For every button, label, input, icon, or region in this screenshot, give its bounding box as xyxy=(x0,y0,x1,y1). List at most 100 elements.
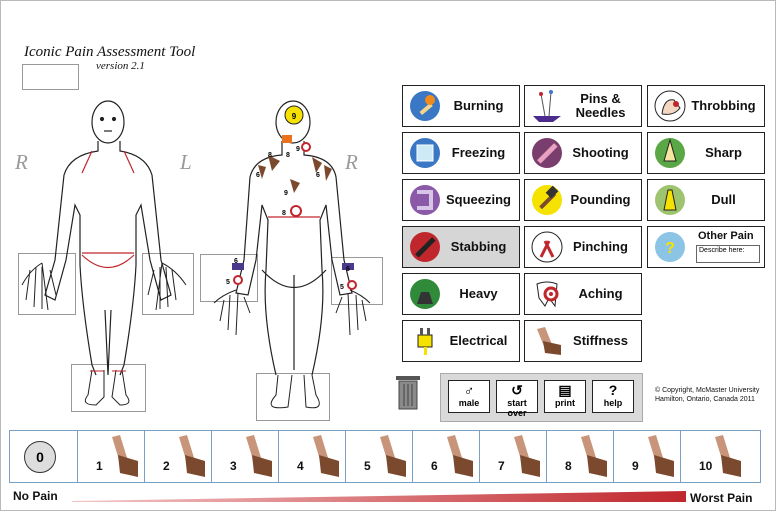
pain-type-squeezing[interactable]: Squeezing xyxy=(402,179,520,221)
stiff-joint-icon xyxy=(530,324,564,358)
marker-left-wrist[interactable]: 6 xyxy=(232,258,244,270)
shooting-arrow-icon xyxy=(530,136,564,170)
marker-lower-back[interactable]: 8 xyxy=(282,205,302,217)
pain-type-stiffness[interactable]: Stiffness xyxy=(524,320,642,362)
marker-right-wrist[interactable]: 6 xyxy=(342,263,354,273)
clamp-icon xyxy=(408,183,442,217)
marker-head[interactable]: 9 xyxy=(284,105,304,125)
marker-left-shoulder[interactable]: 8 xyxy=(268,152,280,171)
aching-tooth-icon xyxy=(530,277,564,311)
front-left-hand[interactable] xyxy=(147,262,187,311)
marker-right-shoulder[interactable]: 8 xyxy=(286,152,322,173)
stiff-joint-icon xyxy=(246,435,272,477)
marker-label: 6 xyxy=(234,258,238,265)
scale-level-0[interactable]: 0 xyxy=(10,431,77,482)
stiff-joint-icon xyxy=(514,435,540,477)
pencil-tip-icon xyxy=(653,136,687,170)
scale-level-label: 8 xyxy=(565,459,572,473)
body-figures[interactable]: 9 9 8 8 6 6 9 8 6 5 6 5 xyxy=(0,95,390,425)
other-pain-label: Other Pain xyxy=(698,230,754,242)
marker-right-hand[interactable]: 5 xyxy=(340,280,357,291)
marker-label: 5 xyxy=(340,284,344,291)
marker-neck[interactable]: 9 xyxy=(282,135,311,153)
marker-label: 9 xyxy=(292,112,297,121)
start-over-button[interactable]: ↺ start over xyxy=(496,380,538,418)
scale-level-label: 6 xyxy=(431,459,438,473)
stiff-joint-icon xyxy=(313,435,339,477)
scale-level-label: 1 xyxy=(96,459,103,473)
scale-level-label: 4 xyxy=(297,459,304,473)
marker-mid-back[interactable]: 9 xyxy=(284,179,300,197)
pain-type-heavy[interactable]: Heavy xyxy=(402,273,520,315)
marker-right-upper-arm[interactable]: 6 xyxy=(316,165,332,181)
pain-type-freezing[interactable]: Freezing xyxy=(402,132,520,174)
back-hands[interactable] xyxy=(213,289,371,336)
front-left-side-label: L xyxy=(180,150,192,174)
help-button-label: help xyxy=(603,398,623,408)
other-pain-describe-field[interactable]: Describe here: xyxy=(696,245,760,263)
marker-left-upper-arm[interactable]: 6 xyxy=(256,165,266,179)
scale-level-9[interactable]: 9 xyxy=(613,431,680,482)
scale-level-3[interactable]: 3 xyxy=(211,431,278,482)
marker-label: 6 xyxy=(346,266,350,273)
scale-level-2[interactable]: 2 xyxy=(144,431,211,482)
back-body-figure[interactable] xyxy=(235,100,353,376)
back-feet-box[interactable] xyxy=(256,373,330,421)
pain-type-pins-needles[interactable]: Pins & Needles xyxy=(524,85,642,127)
scale-level-5[interactable]: 5 xyxy=(345,431,412,482)
help-button[interactable]: ? help xyxy=(592,380,634,413)
scale-level-8[interactable]: 8 xyxy=(546,431,613,482)
pain-type-shooting[interactable]: Shooting xyxy=(524,132,642,174)
start-over-button-label: start over xyxy=(507,398,527,418)
print-button[interactable]: ▤ print xyxy=(544,380,586,413)
pain-type-electrical[interactable]: Electrical xyxy=(402,320,520,362)
scale-level-label: 10 xyxy=(699,459,713,473)
pain-type-label: Sharp xyxy=(705,145,742,160)
scale-zero-button[interactable]: 0 xyxy=(24,441,56,473)
pain-type-label: Stiffness xyxy=(573,333,628,348)
male-button[interactable]: ♂ male xyxy=(448,380,490,413)
front-right-hand[interactable] xyxy=(21,262,57,311)
scale-level-6[interactable]: 6 xyxy=(412,431,479,482)
stiff-joint-icon xyxy=(112,435,138,477)
scale-level-1[interactable]: 1 xyxy=(77,431,144,482)
pain-type-stabbing[interactable]: Stabbing xyxy=(402,226,520,268)
pain-type-label: Dull xyxy=(711,192,736,207)
pincushion-icon xyxy=(530,89,564,123)
front-body-figure[interactable] xyxy=(44,100,172,376)
pain-type-aching[interactable]: Aching xyxy=(524,273,642,315)
pain-type-label: Shooting xyxy=(572,145,629,160)
pain-type-label: Pins & Needles xyxy=(575,91,626,120)
pain-type-label: Electrical xyxy=(449,333,508,348)
back-feet[interactable] xyxy=(270,374,320,409)
pain-type-sharp[interactable]: Sharp xyxy=(647,132,765,174)
pain-type-pinching[interactable]: Pinching xyxy=(524,226,642,268)
scale-level-label: 7 xyxy=(498,459,505,473)
ice-cube-icon xyxy=(408,136,442,170)
back-right-side-label: R xyxy=(345,150,358,174)
marker-label: 8 xyxy=(268,152,272,159)
marker-label: 8 xyxy=(286,152,290,159)
scale-level-7[interactable]: 7 xyxy=(479,431,546,482)
marker-label: 9 xyxy=(296,146,300,153)
dull-pencil-icon xyxy=(653,183,687,217)
no-pain-label: No Pain xyxy=(13,489,58,503)
worst-pain-label: Worst Pain xyxy=(690,491,753,505)
scale-level-label: 5 xyxy=(364,459,371,473)
pain-type-dull[interactable]: Dull xyxy=(647,179,765,221)
patient-id-field[interactable] xyxy=(22,64,79,90)
pain-type-throbbing[interactable]: Throbbing xyxy=(647,85,765,127)
scale-level-4[interactable]: 4 xyxy=(278,431,345,482)
pain-type-pounding[interactable]: Pounding xyxy=(524,179,642,221)
undo-icon: ↺ xyxy=(511,382,523,398)
trash-icon[interactable] xyxy=(396,376,420,410)
app-title: Iconic Pain Assessment Tool xyxy=(24,44,196,60)
pain-type-burning[interactable]: Burning xyxy=(402,85,520,127)
help-icon: ? xyxy=(608,382,618,398)
scale-level-10[interactable]: 10 xyxy=(680,431,760,482)
front-feet[interactable] xyxy=(84,369,130,406)
stiff-joint-icon xyxy=(179,435,205,477)
pain-type-other[interactable]: ? Other Pain Describe here: xyxy=(647,226,765,268)
marker-left-hand[interactable]: 5 xyxy=(226,275,243,286)
male-button-label: male xyxy=(458,398,480,408)
